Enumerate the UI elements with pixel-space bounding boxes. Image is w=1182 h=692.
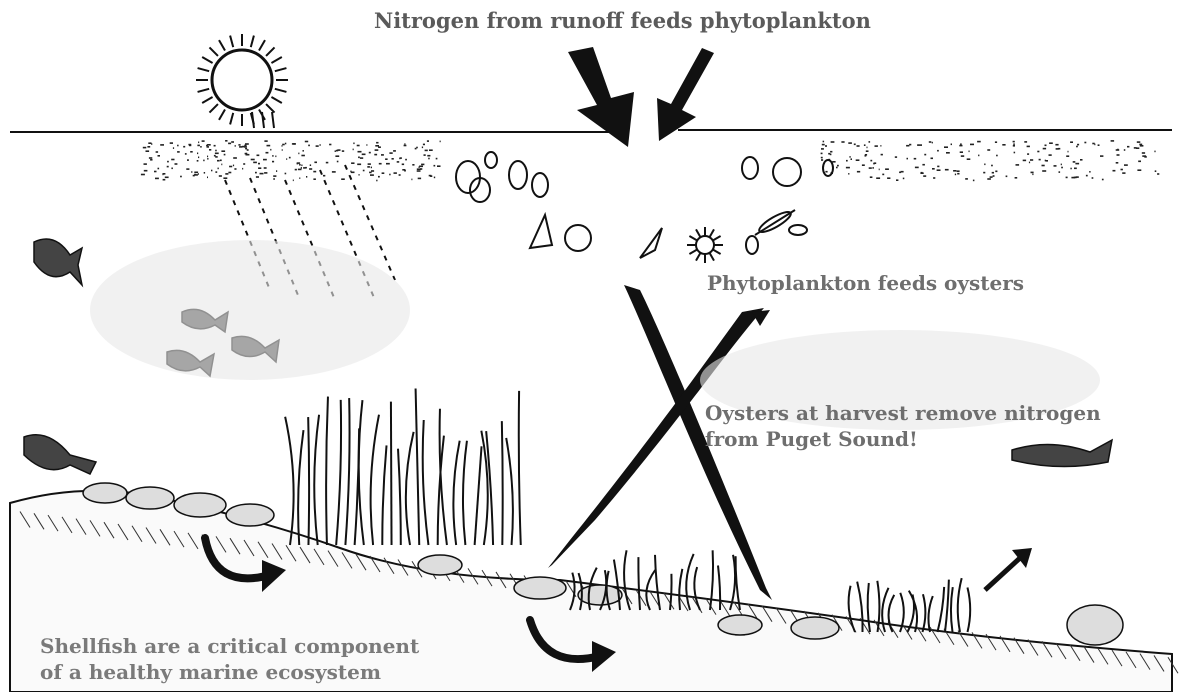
- caption-oysters-remove-nitrogen: Oysters at harvest remove nitrogen from …: [705, 400, 1101, 452]
- sun-icon: [196, 34, 288, 128]
- caption-line: of a healthy marine ecosystem: [40, 659, 419, 685]
- caption-nitrogen-runoff: Nitrogen from runoff feeds phytoplankton: [374, 8, 871, 34]
- caption-phytoplankton-feeds-oysters: Phytoplankton feeds oysters: [707, 271, 1024, 296]
- caption-shellfish-critical: Shellfish are a critical component of a …: [40, 633, 419, 685]
- plankton-layer: [141, 140, 1159, 181]
- caption-line: Oysters at harvest remove nitrogen: [705, 400, 1101, 426]
- phytoplankton-icon: [456, 152, 833, 263]
- caption-line: Shellfish are a critical component: [40, 633, 419, 659]
- caption-line: from Puget Sound!: [705, 426, 1101, 452]
